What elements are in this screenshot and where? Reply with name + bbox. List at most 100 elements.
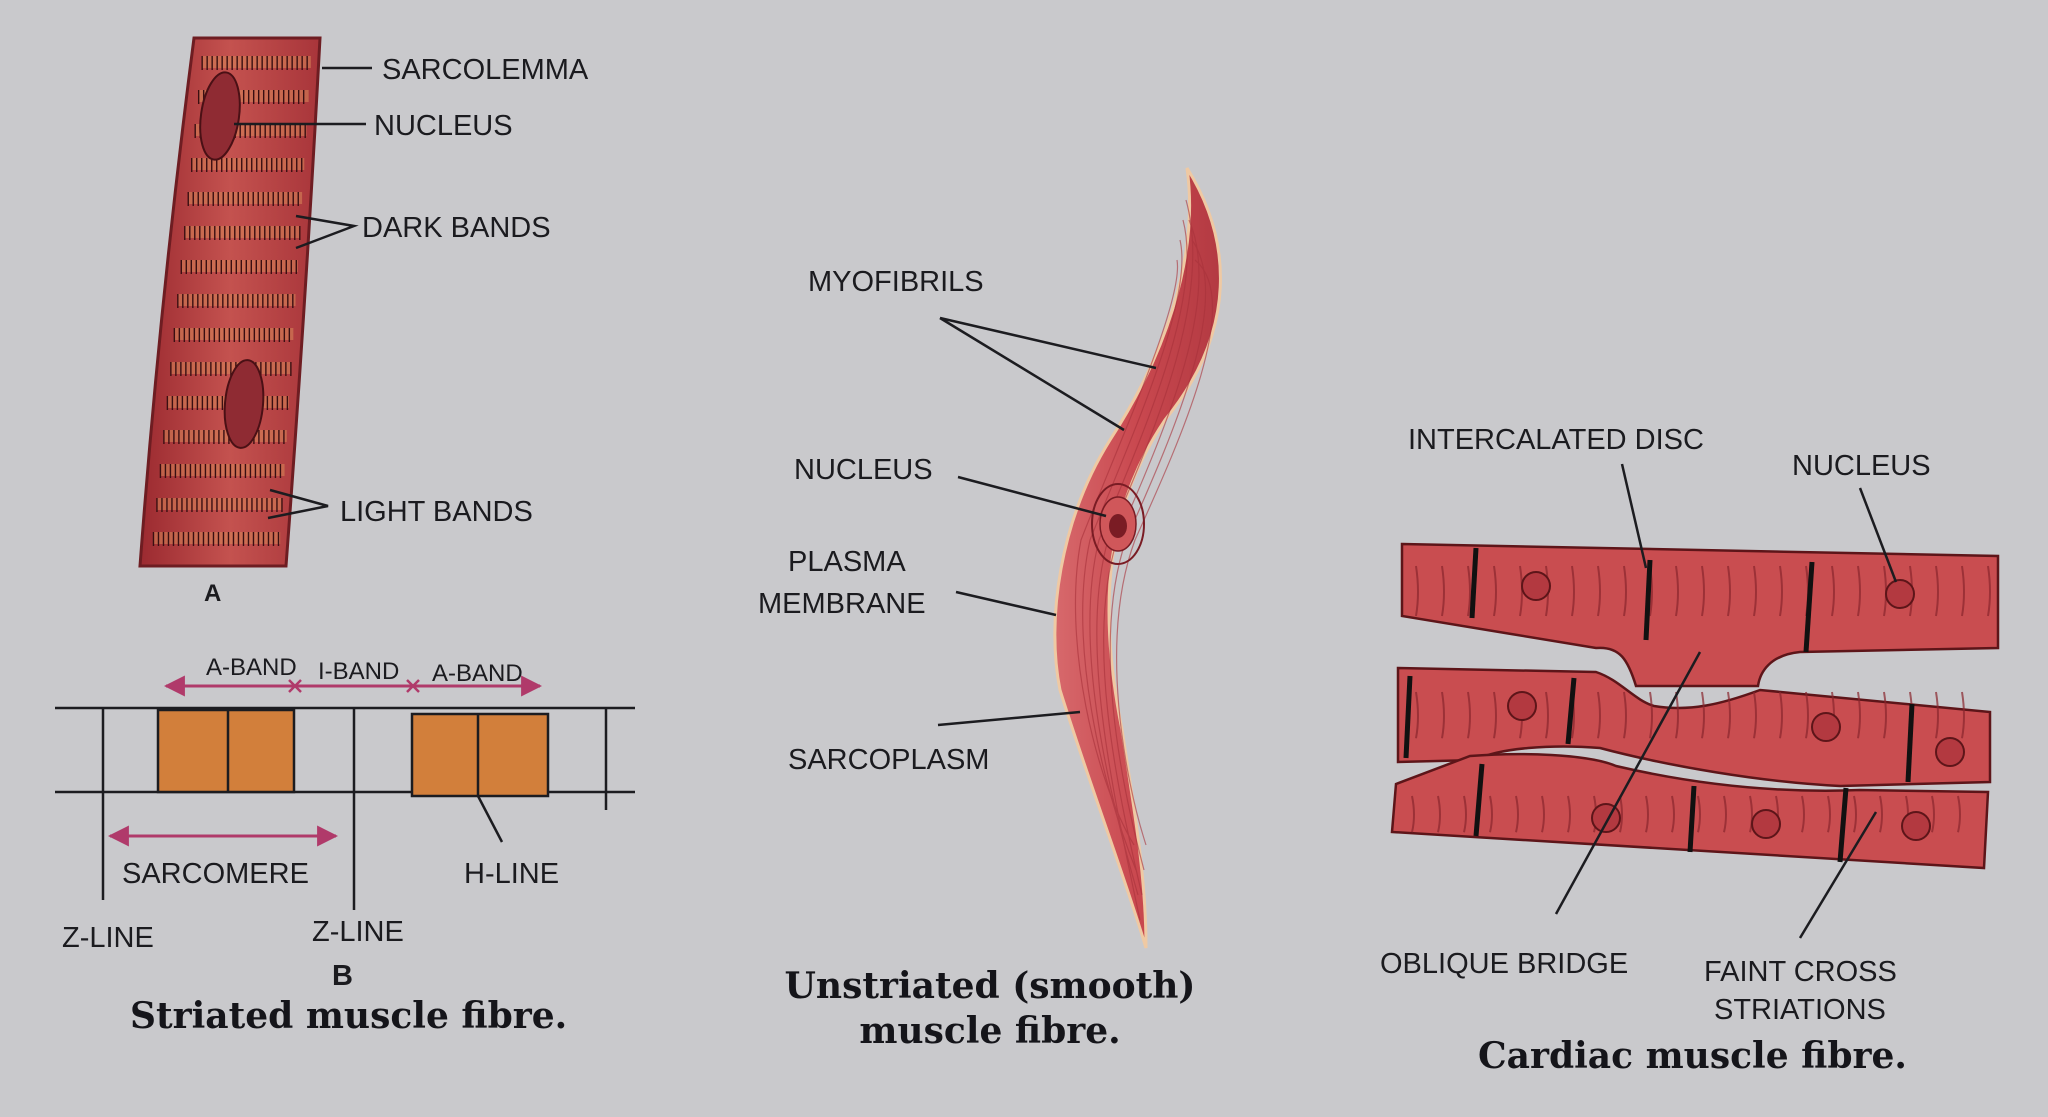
caption-smooth: Unstriated (smooth) muscle fibre. [760,964,1220,1054]
band-cross-marks [288,679,420,693]
cross-striation [1723,795,1727,833]
cross-striation [1753,691,1757,739]
label-figure-b: B [332,960,353,992]
cross-striation [1597,691,1601,739]
cross-striation [1619,795,1623,833]
cross-striation [1467,691,1471,739]
cross-striation [1571,565,1575,617]
label-a-band-left: A-BAND [206,654,297,681]
cross-striation [1805,691,1809,739]
cross-striation [1489,795,1493,833]
cross-striation [1415,565,1419,617]
label-a-band-right: A-BAND [432,660,523,687]
dark-band [180,260,298,274]
dark-band [159,464,285,478]
label-membrane: MEMBRANE [758,588,926,620]
label-z-line-left: Z-LINE [62,922,154,954]
cross-striation [1623,691,1627,739]
caption-smooth-line-1: Unstriated (smooth) [784,965,1196,1007]
cross-striation [1801,795,1805,833]
a-band-blocks [156,708,550,843]
cross-striation [1831,565,1835,617]
cross-striation [1727,565,1731,617]
label-sarcoplasm: SARCOPLASM [788,744,990,776]
label-cardiac-nucleus: NUCLEUS [1792,450,1931,482]
label-dark-bands: DARK BANDS [362,212,551,244]
smooth-nucleus-outer [1091,483,1145,565]
cross-striation [1753,565,1757,617]
label-oblique-bridge: OBLIQUE BRIDGE [1380,948,1629,980]
cross-striation [1701,691,1705,739]
cross-striation [1441,565,1445,617]
dark-band [191,158,305,172]
cross-striation [1649,691,1653,739]
caption-cardiac: Cardiac muscle fibre. [1478,1035,1907,1077]
cross-striation [1697,795,1701,833]
dark-band [177,294,296,308]
cardiac-fibre [1390,542,2000,870]
cross-striation [1957,795,1961,833]
label-plasma: PLASMA [788,546,906,578]
caption-striated: Striated muscle fibre. [130,995,568,1037]
label-myofibrils: MYOFIBRILS [808,266,984,298]
label-i-band: I-BAND [318,658,400,685]
dark-band [163,430,287,444]
cross-striation [1883,691,1887,739]
cross-striation [1515,795,1519,833]
smooth-leader-lines [937,316,1157,727]
striated-nucleus-bottom [223,359,265,449]
cross-striation [1463,795,1467,833]
striated-leader-lines [234,66,372,520]
cross-striation [1623,565,1627,617]
cardiac-nuclei [1507,571,1965,841]
label-intercalated-disc: INTERCALATED DISC [1408,424,1704,456]
cross-striation [1437,795,1441,833]
smooth-fibre [1053,167,1222,949]
myofibril-line [1082,239,1183,871]
myofibril-line [1089,219,1188,896]
cross-striation [1961,691,1965,739]
myofibril-line [1116,259,1214,846]
label-faint-cross: FAINT CROSS [1704,956,1897,988]
cross-striation [1987,565,1991,617]
dark-band [184,226,301,240]
striated-fibre-a [138,36,322,568]
cross-striation [1779,565,1783,617]
cross-striation [1545,691,1549,739]
dark-band [170,362,292,376]
label-sarcolemma: SARCOLEMMA [382,54,589,86]
label-h-line: H-LINE [464,858,560,890]
cross-striation [1727,691,1731,739]
cross-striation [1541,795,1545,833]
cross-striation [1931,795,1935,833]
cross-striation [1411,795,1415,833]
cross-striation [1701,565,1705,617]
dark-band [201,56,311,70]
cross-striation [1749,795,1753,833]
label-figure-a: A [204,580,222,607]
cross-striation [1779,691,1783,739]
cross-striation [1961,565,1965,617]
label-light-bands: LIGHT BANDS [340,496,533,528]
label-z-line-right: Z-LINE [312,916,404,948]
cross-striation [1467,565,1471,617]
label-striated-nucleus: NUCLEUS [374,110,513,142]
cross-striation [1519,565,1523,617]
cross-striation [1645,795,1649,833]
cross-striation [1671,795,1675,833]
cross-striation [1675,565,1679,617]
label-striations: STRIATIONS [1714,994,1886,1026]
cardiac-intercalated-discs [1403,547,1915,863]
dark-band [152,532,281,546]
band-arrows [107,675,543,847]
cross-striation [1827,795,1831,833]
cross-striation [1879,795,1883,833]
dark-band [173,328,294,342]
dark-band [187,192,303,206]
smooth-fibre-body [1053,167,1222,949]
cross-striation [1853,795,1857,833]
cardiac-leader-lines [1554,463,1898,939]
cross-striation [1567,795,1571,833]
cross-striation [1597,565,1601,617]
